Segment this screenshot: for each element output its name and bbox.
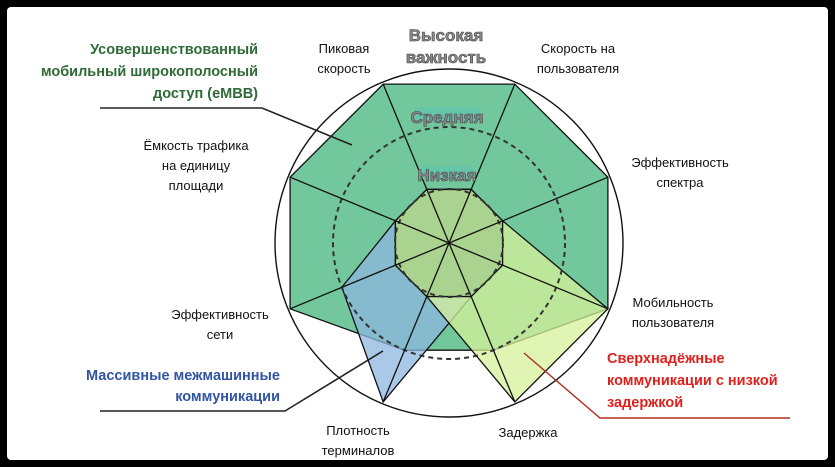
axis-peak-rate: Пиковая [319,41,370,56]
low-level-highlight [420,166,474,180]
level-high-line1: Высокая [409,26,484,45]
level-medium: Средняя [410,108,483,127]
medium-level-highlight [414,107,480,123]
mmtc-label: коммуникации [175,389,280,405]
axis-spoke [448,83,516,244]
urllc-label: коммуникации с низкой [607,373,778,389]
axis-spectrum-efficiency: спектра [656,175,704,190]
high-level-circle [274,68,624,418]
axis-spectrum-efficiency: Эффективность [631,155,729,170]
mmtc-leader-line [100,350,384,412]
axis-spoke [289,242,450,310]
low-level-circle [394,188,504,298]
axis-network-efficiency: сети [207,327,234,342]
urllc-leader-line [523,352,790,419]
embb-label: доступ (eMBB) [153,86,258,102]
embb-leader-line [100,107,353,146]
medium-level-circle [332,126,566,360]
legend-embb: Усовершенствованный мобильный широкополо… [41,42,353,146]
level-low: Низкая [417,166,476,185]
diagram-canvas: Высокая важность Средняя Низкая Пиковая … [7,7,828,460]
axis-mobility: пользователя [632,315,714,330]
level-high-line2: важность [406,48,486,67]
urllc-label: Сверхнадёжные [607,351,725,367]
axis-area-traffic: Ёмкость трафика [143,138,249,153]
axis-connection-density: терминалов [322,443,395,458]
axis-spoke [382,242,450,403]
radar-diagram: Высокая важность Средняя Низкая Пиковая … [41,26,790,458]
axis-spoke [382,83,450,244]
axis-user-rate: пользователя [537,61,619,76]
axis-network-efficiency: Эффективность [171,307,269,322]
axis-mobility: Мобильность [633,295,714,310]
axis-area-traffic: на единицу [162,158,231,173]
legend-mmtc: Массивные межмашинные коммуникации [86,350,384,412]
urllc-label: задержкой [607,395,683,411]
mmtc-label: Массивные межмашинные [86,368,280,384]
embb-label: мобильный широкополосный [41,64,258,80]
legend-urllc: Сверхнадёжные коммуникации с низкой заде… [523,351,790,419]
embb-label: Усовершенствованный [90,42,258,58]
axis-area-traffic: площади [169,178,224,193]
axis-latency: Задержка [498,425,558,440]
axis-spoke [448,242,609,310]
axis-peak-rate: скорость [317,61,370,76]
axis-spoke [289,176,450,244]
axis-spoke [448,242,516,403]
axis-user-rate: Скорость на [541,41,616,56]
axis-spoke [448,176,609,244]
axis-connection-density: Плотность [326,423,390,438]
